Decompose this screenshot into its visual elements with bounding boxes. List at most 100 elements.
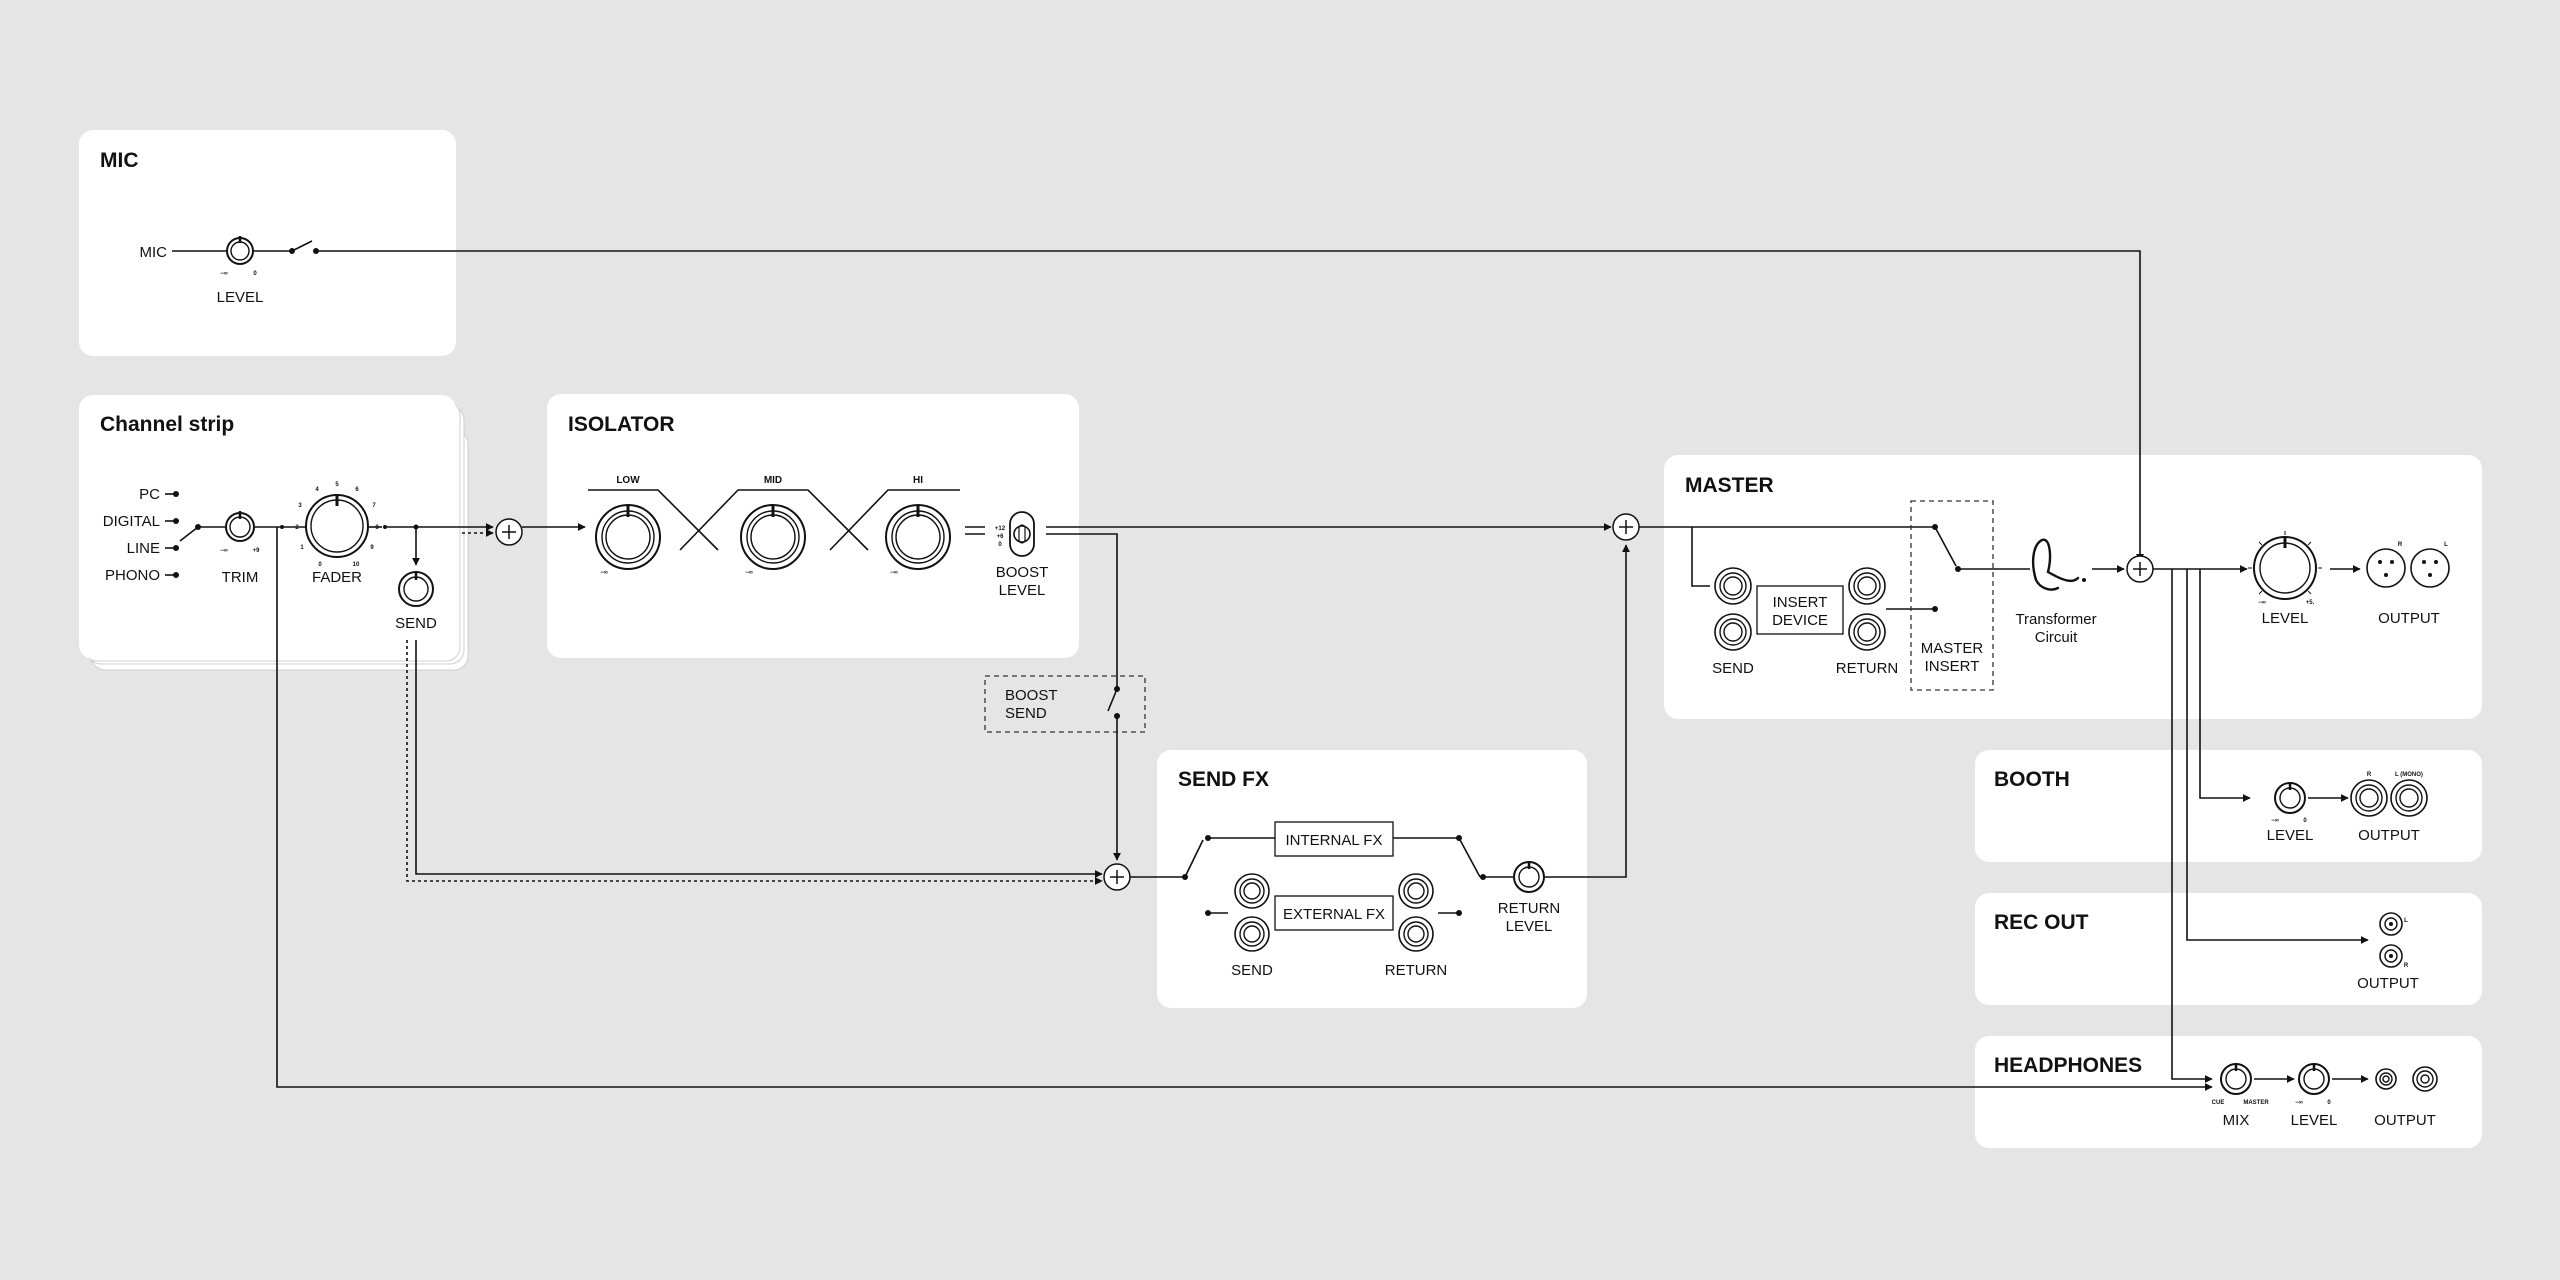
svg-text:DEVICE: DEVICE xyxy=(1772,612,1828,629)
low-label: LOW xyxy=(616,475,640,486)
boost-send-box: BOOST SEND xyxy=(984,675,1146,733)
mic-to-master-wire xyxy=(316,250,2144,562)
send-fx-send-label: SEND xyxy=(1231,962,1273,979)
send-fx-section: INTERNAL FX EXTERNAL FX SEND RETURN xyxy=(1182,821,1561,979)
svg-text:−∞: −∞ xyxy=(220,548,228,554)
summing-node-mic-master xyxy=(2126,555,2154,583)
external-fx-box xyxy=(1274,895,1394,931)
svg-text:L (MONO): L (MONO) xyxy=(2395,772,2423,778)
return-level-label-1: RETURN xyxy=(1498,900,1561,917)
send-fx-title: SEND FX xyxy=(1178,768,1269,791)
master-output-label: OUTPUT xyxy=(2378,610,2440,627)
mic-level-knob[interactable] xyxy=(226,236,254,265)
headphones-title: HEADPHONES xyxy=(1994,1054,2142,1077)
mic-input-label: MIC xyxy=(140,244,168,261)
booth-output-label: OUTPUT xyxy=(2358,827,2420,844)
fader-scale: 0 1 2 3 4 5 6 7 8 9 10 xyxy=(295,482,379,568)
mid-knob[interactable] xyxy=(740,504,806,570)
return-level-knob[interactable] xyxy=(1513,861,1545,893)
svg-text:9: 9 xyxy=(370,545,374,551)
insert-device-box xyxy=(1756,585,1844,635)
svg-text:CUE: CUE xyxy=(2212,1100,2225,1106)
rec-out-panel xyxy=(1975,893,2482,1005)
fader-knob[interactable] xyxy=(305,494,369,558)
rec-out-output-label: OUTPUT xyxy=(2357,975,2419,992)
master-insert-label-2: INSERT xyxy=(1925,658,1980,675)
svg-text:EXTERNAL FX: EXTERNAL FX xyxy=(1283,906,1385,923)
svg-text:+5.: +5. xyxy=(2306,600,2315,606)
master-insert-switch[interactable] xyxy=(1910,500,1994,691)
svg-text:L: L xyxy=(2444,542,2448,548)
svg-text:0: 0 xyxy=(2303,818,2307,824)
send-knob[interactable] xyxy=(398,571,434,607)
master-return-label: RETURN xyxy=(1836,660,1899,677)
svg-text:1: 1 xyxy=(300,545,304,551)
cue-to-headphones-wire xyxy=(276,527,2213,1091)
master-title: MASTER xyxy=(1685,474,1774,497)
headphones-section: CUE MASTER MIX −∞ 0 LEVEL OUTPUT xyxy=(2212,1063,2438,1129)
svg-text:7: 7 xyxy=(372,503,376,509)
booth-output-jack-r xyxy=(2350,779,2388,817)
svg-text:L: L xyxy=(2404,918,2408,924)
send-to-sendfx-wire xyxy=(415,640,1103,878)
rec-out-rca-l xyxy=(2379,912,2403,936)
svg-text:8: 8 xyxy=(375,525,379,531)
rec-out-section: L R OUTPUT xyxy=(2357,912,2419,992)
booth-panel xyxy=(1975,750,2482,862)
low-knob[interactable] xyxy=(595,504,661,570)
master-to-headphones-wire xyxy=(2171,569,2213,1083)
svg-text:R: R xyxy=(2404,963,2409,969)
transformer-icon xyxy=(2031,538,2086,591)
transformer-label-1: Transformer xyxy=(2015,611,2096,628)
headphones-jack-large xyxy=(2412,1066,2438,1092)
svg-text:10: 10 xyxy=(353,562,360,568)
headphones-jack-small xyxy=(2375,1068,2397,1090)
send-dotted-wire xyxy=(406,640,1103,885)
svg-text:+12: +12 xyxy=(995,526,1006,532)
svg-text:R: R xyxy=(2398,542,2403,548)
boost-path-wire xyxy=(1046,533,1118,689)
svg-text:2: 2 xyxy=(295,525,299,531)
master-level-label: LEVEL xyxy=(2262,610,2309,627)
booth-level-knob[interactable] xyxy=(2274,782,2306,814)
svg-text:5: 5 xyxy=(335,482,339,488)
internal-fx-box xyxy=(1274,821,1394,857)
headphones-mix-label: MIX xyxy=(2223,1112,2250,1129)
headphones-level-knob[interactable] xyxy=(2298,1063,2330,1095)
master-output-xlr-r xyxy=(2366,548,2406,588)
boost-level-switch[interactable] xyxy=(1009,511,1035,557)
mid-band-curve xyxy=(679,489,869,551)
send-fx-send-jack-2 xyxy=(1234,916,1270,952)
booth-title: BOOTH xyxy=(1994,768,2070,791)
master-panel xyxy=(1664,455,2482,719)
input-digital-label: DIGITAL xyxy=(103,513,160,530)
master-return-jack-1 xyxy=(1848,567,1886,605)
isolator-title: ISOLATOR xyxy=(568,413,675,436)
input-line-label: LINE xyxy=(127,540,160,557)
svg-text:BOOST: BOOST xyxy=(1005,687,1058,704)
boost-level-label-1: BOOST xyxy=(996,564,1049,581)
summing-node-2 xyxy=(1103,863,1131,891)
send-fx-send-jack-1 xyxy=(1234,873,1270,909)
svg-text:0: 0 xyxy=(2327,1100,2331,1106)
svg-text:MASTER: MASTER xyxy=(2243,1100,2269,1106)
trim-knob[interactable] xyxy=(225,511,255,542)
master-output-xlr-l xyxy=(2410,548,2450,588)
transformer-label-2: Circuit xyxy=(2035,629,2078,646)
master-send-jack-1 xyxy=(1714,567,1752,605)
boost-level-label-2: LEVEL xyxy=(999,582,1046,599)
master-level-knob[interactable] xyxy=(2248,531,2322,600)
fader-label: FADER xyxy=(312,569,362,586)
svg-text:0: 0 xyxy=(253,271,257,277)
channel-strip-stack xyxy=(79,395,469,671)
svg-text:0: 0 xyxy=(318,562,322,568)
svg-text:0: 0 xyxy=(998,542,1002,548)
master-send-label: SEND xyxy=(1712,660,1754,677)
svg-text:−∞: −∞ xyxy=(890,570,898,576)
hi-knob[interactable] xyxy=(885,504,951,570)
headphones-output-label: OUTPUT xyxy=(2374,1112,2436,1129)
input-pc-label: PC xyxy=(139,486,160,503)
rec-out-rca-r xyxy=(2379,944,2403,968)
headphones-mix-knob[interactable] xyxy=(2220,1063,2252,1095)
